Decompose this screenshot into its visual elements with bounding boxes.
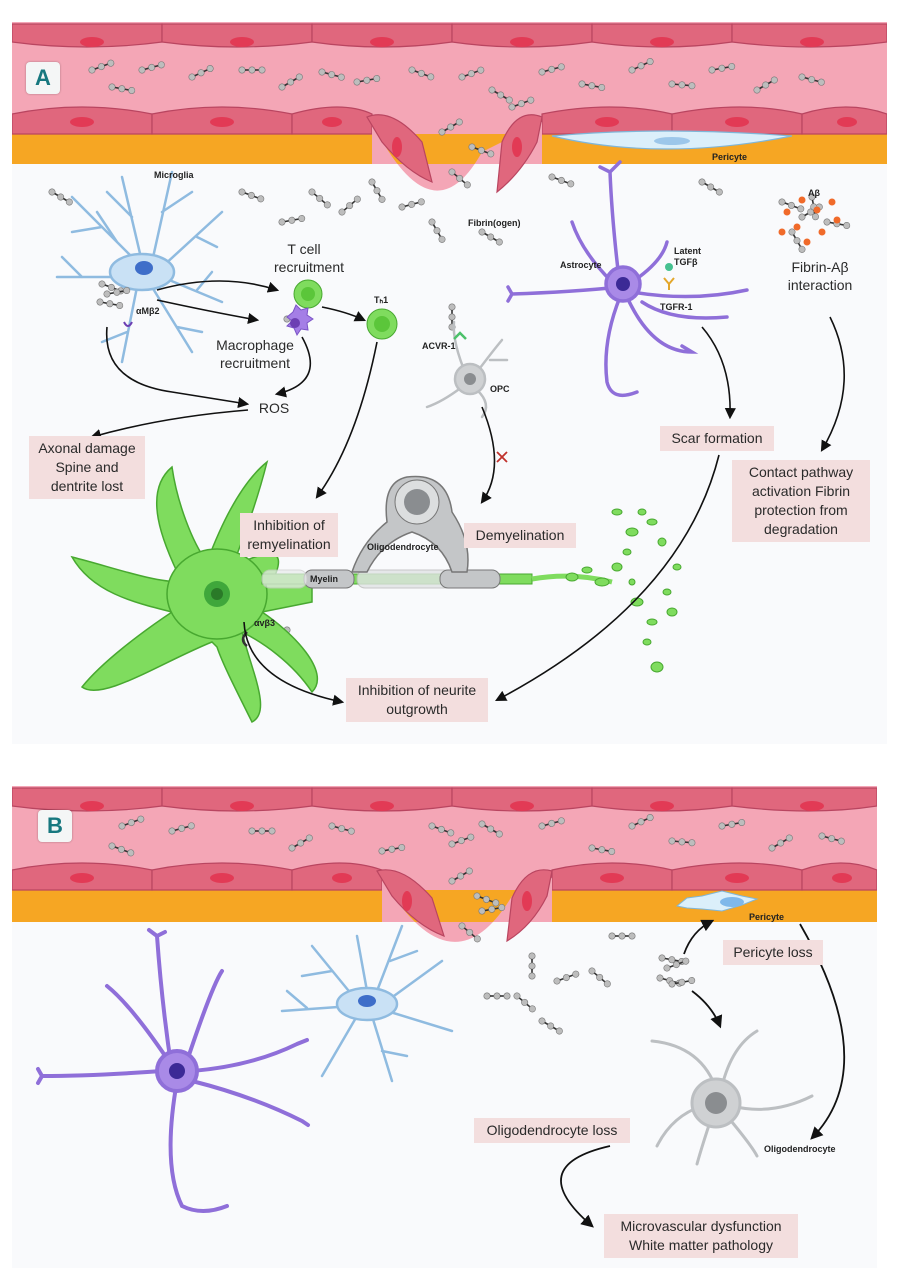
blood-vessel (12, 22, 887, 194)
pathway-arrows-b (560, 919, 846, 1228)
panel-a: A Microglia αMβ2 Fibrin(ogen) Pericyte A… (12, 22, 887, 744)
myelin-label: Myelin (310, 574, 339, 584)
neuron-cell (70, 460, 319, 724)
panel-b: B Pericyte Oligodendrocyte Pericyte loss… (12, 786, 877, 1268)
astrocyte-label: Astrocyte (560, 260, 602, 270)
axonal-damage-tag: Axonal damage Spine and dentrite lost (29, 436, 145, 499)
panel-a-illustration (12, 22, 887, 724)
myelin-sheath (261, 569, 501, 589)
microglia-cell (55, 170, 224, 364)
oligodendrocyte-label: Oligodendrocyte (367, 542, 439, 552)
integrin-v-label: αvβ3 (254, 618, 276, 628)
tgfr1-label: TGFR-1 (660, 302, 693, 312)
pericyte-loss-tag: Pericyte loss (723, 940, 823, 965)
fibrin-clump-b (655, 953, 697, 989)
demyelination-tag: Demyelination (464, 523, 576, 548)
oligodendrocyte-loss-tag: Oligodendrocyte loss (474, 1118, 630, 1143)
neurite-outgrowth-tag: Inhibition of neurite outgrowth (346, 678, 488, 722)
microvascular-tag: Microvascular dysfunction White matter p… (604, 1214, 798, 1258)
oligodendrocyte-cell-b (650, 1029, 814, 1166)
degenerating-axon (565, 508, 682, 673)
fibrin-abeta-text: Fibrin-Aβ interaction (787, 259, 853, 293)
t-cell-text: T cell recruitment (274, 241, 345, 275)
acvr1-label: ACVR-1 (422, 341, 456, 351)
macrophage-text: Macrophage recruitment (216, 337, 294, 371)
astrocyte-cell (506, 160, 749, 398)
abeta-label: Aβ (808, 188, 820, 198)
remyelination-tag: Inhibition of remyelination (240, 513, 338, 557)
oligodendrocyte-cell (350, 475, 469, 573)
scar-formation-tag: Scar formation (660, 426, 774, 451)
pericyte-label-b: Pericyte (749, 912, 785, 922)
panel-b-illustration (12, 786, 877, 1228)
blood-vessel-b (12, 786, 877, 943)
panel-a-badge: A (26, 62, 60, 94)
opc-cell (425, 320, 509, 419)
contact-pathway-tag: Contact pathway activation Fibrin protec… (732, 460, 870, 542)
fibrin-abeta-cluster (777, 192, 852, 255)
panel-b-badge: B (38, 810, 72, 842)
pericyte-label: Pericyte (712, 152, 748, 162)
latent-tgfb-label: Latent TGFβ (674, 246, 701, 267)
microglia-label: Microglia (154, 170, 194, 180)
fibrinogen-label: Fibrin(ogen) (468, 218, 521, 228)
opc-label: OPC (490, 384, 510, 394)
astrocyte-cell-b (36, 928, 310, 1213)
ros-text: ROS (258, 400, 290, 416)
pathway-arrows (89, 280, 846, 706)
microglia-cell-b (280, 924, 454, 1083)
th1-label: Tₕ1 (374, 295, 389, 305)
integrin-am-label: αMβ2 (136, 306, 160, 316)
oligodendrocyte-label-b: Oligodendrocyte (764, 1144, 836, 1154)
